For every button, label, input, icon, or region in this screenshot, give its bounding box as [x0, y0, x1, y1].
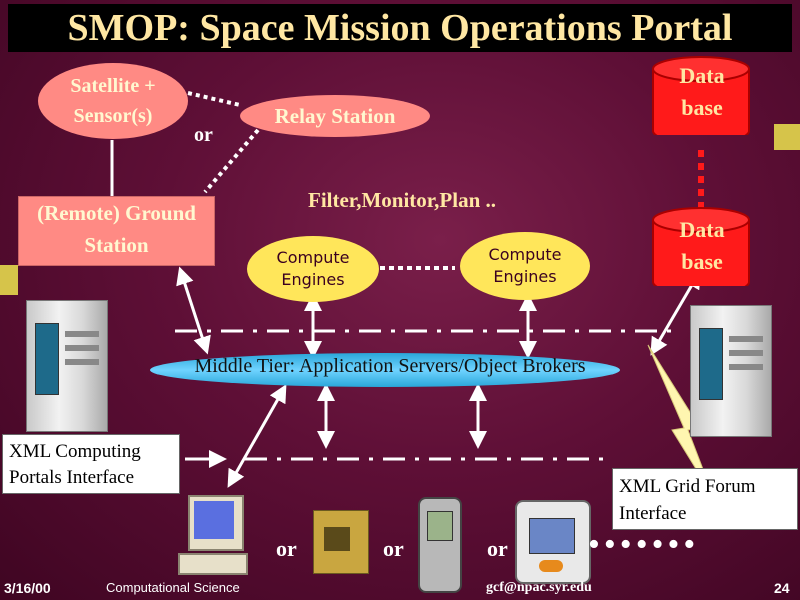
or-label-3: or	[487, 536, 508, 561]
xml-grid-box: XML Grid Forum Interface	[612, 468, 798, 530]
database-mid	[652, 207, 750, 286]
page-title: SMOP: Space Mission Operations Portal	[8, 4, 792, 52]
compute-engine-right: Compute Engines	[460, 232, 590, 300]
satellite-label: Satellite + Sensor(s)	[70, 75, 156, 127]
arrow-ground	[176, 266, 211, 355]
watch-device-icon	[515, 500, 591, 584]
relay-ground-link	[203, 128, 260, 194]
database-top-label: Data base	[679, 63, 725, 120]
xml-grid-label: XML Grid Forum Interface	[619, 476, 756, 524]
middle-tier-label: Middle Tier: Application Servers/Object …	[194, 355, 586, 377]
database-mid-label: Data base	[679, 217, 725, 274]
compute-left-label: Compute Engines	[276, 248, 350, 289]
footer-page: 24	[774, 580, 790, 596]
compute-engine-left: Compute Engines	[247, 236, 379, 302]
ground-label: (Remote) Ground Station	[37, 201, 196, 257]
arrow-db	[650, 270, 701, 356]
database-top	[652, 56, 750, 135]
ellipsis-dots: •••••••	[588, 526, 700, 563]
sat-relay-link	[187, 91, 241, 107]
satellite-node: Satellite + Sensor(s)	[38, 63, 188, 139]
phone-icon	[418, 497, 462, 593]
footer-date: 3/16/00	[4, 580, 51, 596]
or-top: or	[194, 124, 213, 146]
circuit-board-icon	[313, 510, 369, 574]
arrow-mid-diag	[227, 384, 287, 488]
xml-portal-box: XML Computing Portals Interface	[2, 434, 180, 494]
footer-email: gcf@npac.syr.edu	[486, 580, 592, 595]
middle-tier-band	[150, 353, 620, 387]
relay-node: Relay Station	[240, 95, 430, 137]
accent-block-right	[774, 124, 800, 150]
desktop-computer-icon	[178, 495, 248, 580]
xml-portal-label: XML Computing Portals Interface	[9, 441, 141, 488]
server-right	[690, 305, 772, 437]
compute-right-label: Compute Engines	[488, 245, 562, 286]
or-label-1: or	[276, 536, 297, 561]
accent-block-left	[0, 265, 18, 295]
ground-station-node: (Remote) Ground Station	[18, 196, 215, 266]
filter-label: Filter,Monitor,Plan ..	[308, 188, 497, 212]
relay-label: Relay Station	[274, 104, 396, 128]
or-label-2: or	[383, 536, 404, 561]
footer-dept: Computational Science	[106, 580, 240, 595]
server-left	[26, 300, 108, 432]
